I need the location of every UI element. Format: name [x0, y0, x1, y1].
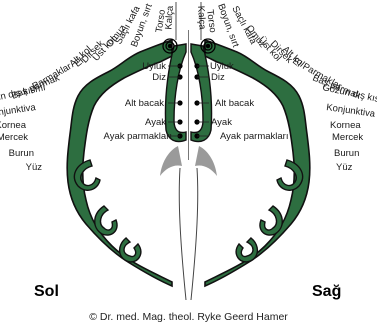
right-center-label-toes: Ayak parmakları: [220, 131, 288, 142]
right-hemisphere-label: Sağ: [312, 283, 341, 300]
copyright-text: © Dr. med. Mag. theol. Ryke Geerd Hamer: [89, 311, 288, 323]
right-region-label-face: Yüz: [336, 162, 353, 173]
right-center-label-thigh: Uyluk: [210, 61, 234, 72]
left-center-label-foot: Ayak: [145, 117, 166, 128]
brainstem-outline: [179, 168, 198, 300]
left-region-label-lens: Mercek: [0, 132, 28, 143]
left-region-label-nose: Burun: [9, 148, 34, 159]
right-center-label-lower-leg: Alt bacak: [215, 98, 254, 109]
right-region-label-torso: Torso: [204, 9, 218, 34]
right-region-label-nose: Burun: [334, 148, 359, 159]
right-ventricle: [195, 146, 217, 176]
right-center-label-foot: Ayak: [211, 117, 232, 128]
right-region-label-lens: Mercek: [332, 132, 363, 143]
left-center-label-lower-leg: Alt bacak: [125, 98, 164, 109]
left-region-label-conjunctiva: Konjunktiva: [0, 102, 37, 120]
left-center-label-thigh: Uyluk: [142, 61, 166, 72]
left-hemisphere-label: Sol: [34, 283, 59, 300]
left-center-label-knee: Diz: [152, 72, 166, 83]
left-region-label-face: Yüz: [26, 162, 43, 173]
left-ventricle: [160, 146, 182, 176]
right-region-label-conjunctiva: Konjunktiva: [326, 102, 377, 120]
left-center-label-toes: Ayak parmakları: [104, 131, 172, 142]
right-medial-cortex: [191, 44, 212, 142]
left-medial-cortex: [165, 44, 186, 142]
right-region-label-cornea: Kornea: [330, 120, 361, 131]
left-region-label-cornea: Kornea: [0, 120, 27, 131]
right-center-label-knee: Diz: [211, 72, 225, 83]
